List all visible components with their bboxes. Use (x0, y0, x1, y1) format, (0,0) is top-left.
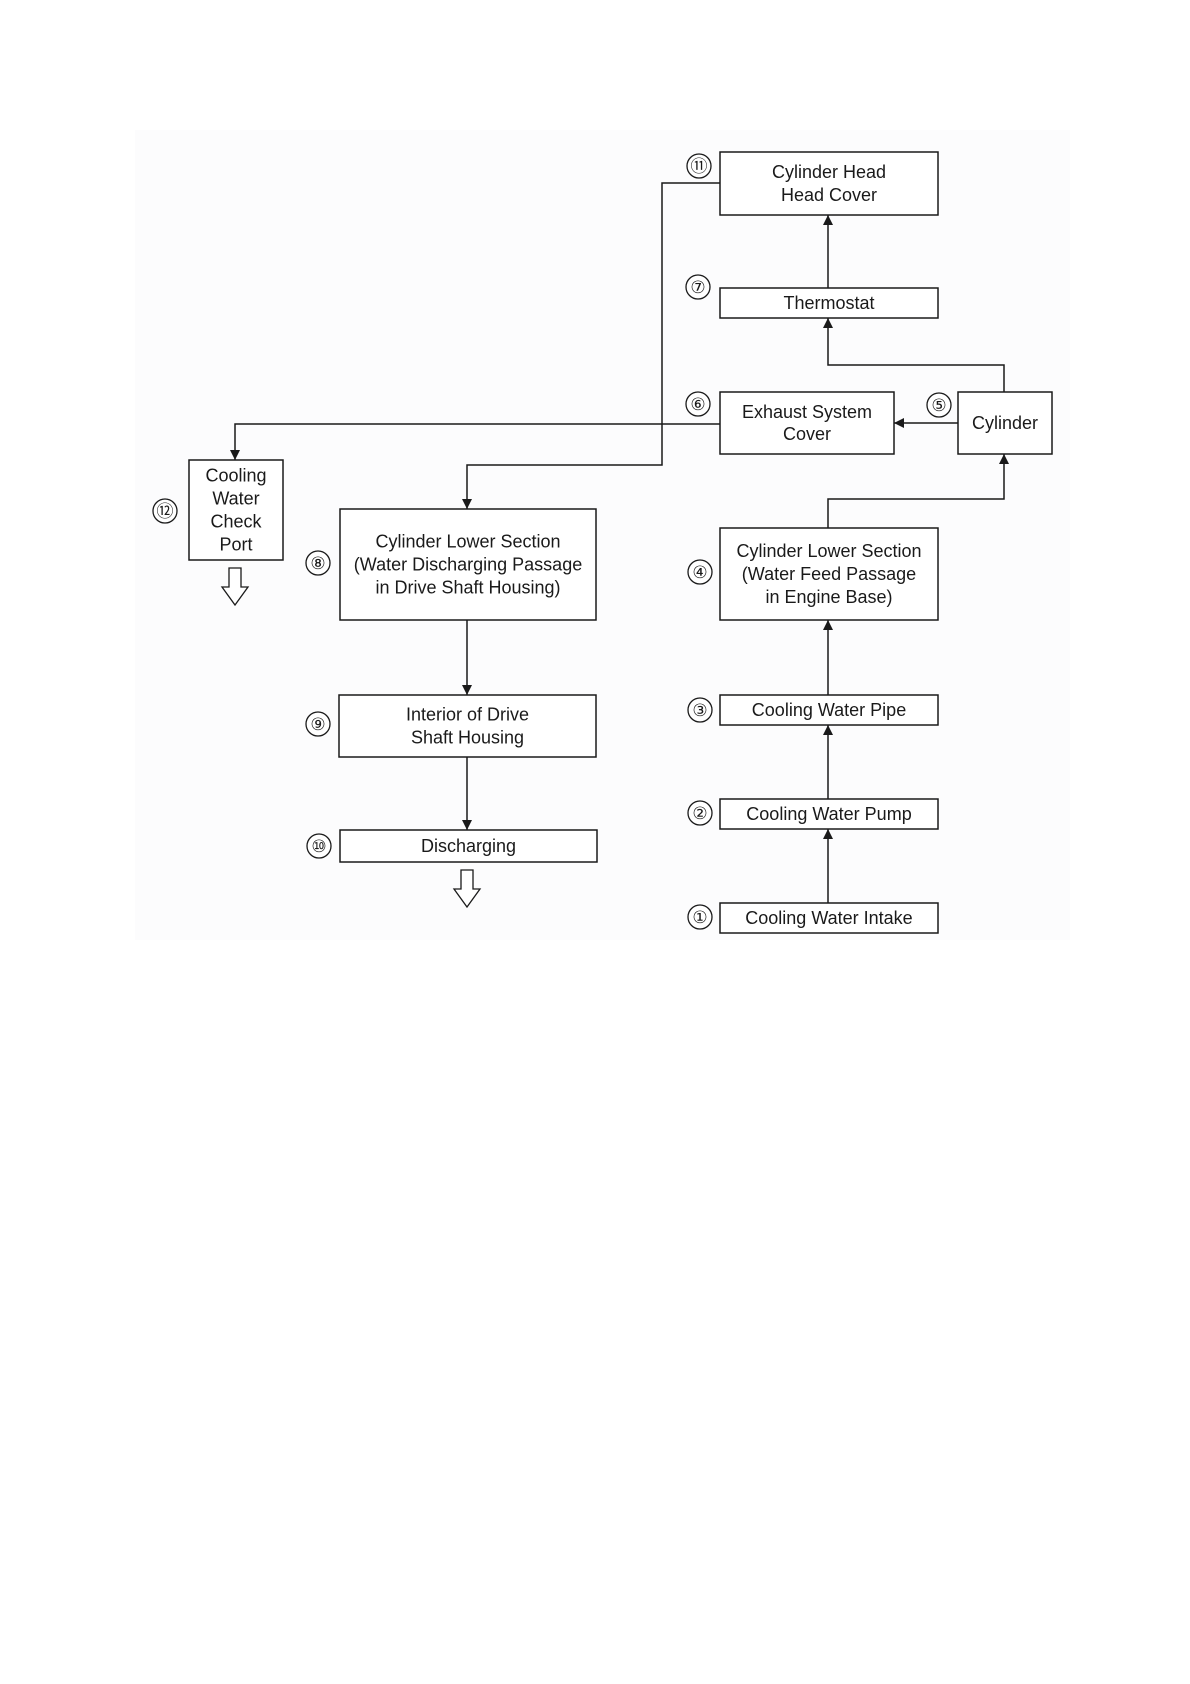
step-number: ⑨ (310, 715, 325, 734)
box-label-line: Cylinder (972, 413, 1038, 433)
box-label-line: Shaft Housing (411, 728, 524, 748)
flow-boxes: Cooling Water Intake ① Cooling Water Pump ②… (152, 151, 1053, 934)
box-label-line: (Water Discharging Passage (354, 555, 582, 575)
box-frame (338, 694, 597, 758)
box-label-line: (Water Feed Passage (742, 564, 916, 584)
outlet-arrow-icon (452, 869, 482, 909)
arrow-b4-to-b5 (827, 454, 1009, 528)
box-label-line: Cooling (205, 466, 266, 486)
step-number: ⑪ (691, 157, 708, 176)
box-b4: Cylinder Lower Section (Water Feed Passag… (687, 527, 939, 621)
arrow-b6-to-b12 (230, 423, 720, 460)
step-number-badge: ② (687, 800, 713, 826)
step-number: ⑧ (310, 554, 325, 573)
box-frame (719, 151, 939, 216)
step-number-badge: ③ (687, 697, 713, 723)
box-frame (719, 694, 939, 726)
box-frame (719, 527, 939, 621)
step-number-badge: ⑦ (685, 274, 711, 300)
box-label-line: Cooling Water Pump (746, 804, 911, 824)
box-frame (719, 391, 895, 455)
box-label-line: Water (212, 489, 259, 509)
box-label-line: Thermostat (783, 293, 874, 313)
box-label-line: Head Cover (781, 185, 877, 205)
step-number-badge: ⑤ (926, 392, 952, 418)
outlet-arrow-icon (220, 567, 250, 607)
box-frame (188, 459, 284, 561)
box-label-line: Cover (783, 424, 831, 444)
step-number-badge: ⑩ (306, 833, 332, 859)
step-number-badge: ⑥ (685, 391, 711, 417)
box-label-line: Discharging (421, 836, 516, 856)
step-number: ⑦ (690, 278, 705, 297)
flow-connectors (230, 182, 1009, 903)
step-number-badge: ④ (687, 559, 713, 585)
step-number: ③ (692, 701, 707, 720)
step-number-badge: ⑧ (305, 550, 331, 576)
step-number-badge: ⑨ (305, 711, 331, 737)
box-label-line: Cylinder Lower Section (375, 532, 560, 552)
arrow-b11-to-b8 (462, 182, 720, 509)
box-label-line: Cooling Water Pipe (752, 700, 906, 720)
box-frame (719, 902, 939, 934)
box-label-line: Cooling Water Intake (745, 908, 912, 928)
box-frame (339, 508, 597, 621)
step-number: ⑥ (690, 395, 705, 414)
outlet-arrows (220, 567, 482, 909)
step-number: ④ (692, 563, 707, 582)
box-frame (719, 287, 939, 319)
box-b7: Thermostat ⑦ (685, 274, 939, 319)
box-frame (339, 829, 598, 863)
box-b2: Cooling Water Pump ② (687, 798, 939, 830)
box-b3: Cooling Water Pipe ③ (687, 694, 939, 726)
box-label-line: Exhaust System (742, 402, 872, 422)
step-number-badge: ⑫ (152, 498, 178, 524)
box-label-line: Interior of Drive (406, 705, 529, 725)
box-b10: Discharging ⑩ (306, 829, 598, 863)
box-b8: Cylinder Lower Section (Water Discharging… (305, 508, 597, 621)
step-number-badge: ⑪ (686, 153, 712, 179)
arrow-b5-to-b7 (823, 318, 1005, 392)
step-number: ② (692, 804, 707, 823)
box-label-line: in Engine Base) (765, 587, 892, 607)
step-number: ① (692, 908, 707, 927)
step-number-badge: ① (687, 904, 713, 930)
box-label-line: Cylinder Head (772, 162, 886, 182)
box-label-line: in Drive Shaft Housing) (375, 578, 560, 598)
box-label-line: Cylinder Lower Section (736, 541, 921, 561)
step-number: ⑤ (931, 396, 946, 415)
step-number: ⑫ (157, 502, 174, 521)
box-frame (957, 391, 1053, 455)
box-b1: Cooling Water Intake ① (687, 902, 939, 934)
box-b5: Cylinder ⑤ (926, 391, 1053, 455)
box-frame (719, 798, 939, 830)
box-label-line: Check (210, 512, 262, 532)
step-number: ⑩ (311, 837, 326, 856)
box-label-line: Port (219, 535, 252, 555)
